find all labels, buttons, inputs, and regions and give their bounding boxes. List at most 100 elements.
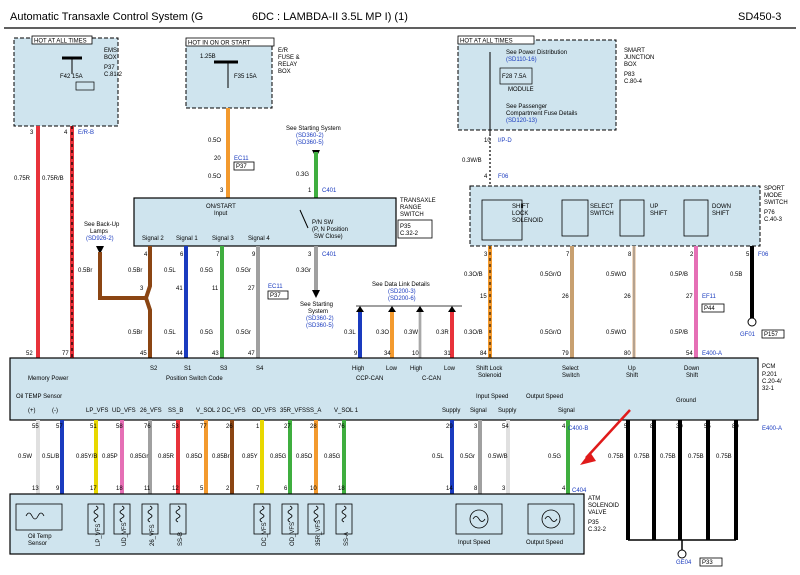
harness-pin-top-10: 28 <box>310 424 317 430</box>
sport-ref-1: P76 <box>764 210 775 216</box>
coil-7 <box>335 503 353 535</box>
solenoid-output-speed: Output Speed <box>526 540 563 546</box>
pcm-input-speed: Input Speed <box>476 394 508 400</box>
harness-wire-spec-2: 0.85Y/B <box>76 454 97 460</box>
sjb-pin-4: 4 <box>484 174 488 180</box>
mem-pin-52: 52 <box>26 351 33 357</box>
see-starting-top: See Starting System <box>286 126 341 132</box>
can-wire-3: 0.3R <box>436 330 449 336</box>
er-conn-ref: P37 <box>236 164 247 170</box>
sport-pin-pcm-0: 84 <box>480 351 487 357</box>
sport-wire-1: 0.5Gr/O <box>540 272 562 278</box>
sport-pin-mid-0: 15 <box>480 294 487 300</box>
harness-pin-top-6: 77 <box>200 424 207 430</box>
harness-pin-top-15: 4 <box>562 424 566 430</box>
sport-wire2-0: 0.3O/B <box>464 330 483 336</box>
see-starting-bottom-1: See Starting <box>300 302 333 308</box>
pcm-pin-label-3: UD_VFS <box>112 408 136 414</box>
diagram-title: Automatic Transaxle Control System (G <box>10 11 203 23</box>
pcm-down-1: Down <box>684 366 699 372</box>
sport-wire-4: 0.5B <box>730 272 742 278</box>
harness-wire-spec-9: 0.85G <box>270 454 287 460</box>
memory-power-wires: 3 4 E/R-B 0.75R 0.75R/B 52 77 <box>14 126 94 358</box>
harness-pin-bottom-4: 11 <box>144 486 151 492</box>
harness-wire-spec-5: 0.85R <box>158 454 175 460</box>
range-ref-1: P35 <box>400 224 411 230</box>
signal-2: Signal 2 <box>142 236 164 242</box>
sport-item-1-2: SWITCH <box>590 211 614 217</box>
er-name-4: BOX <box>278 69 291 75</box>
can-wire-2: 0.3W <box>404 330 418 336</box>
range-pin-mid-3: 27 <box>248 286 255 292</box>
er-fuse: F35 15A <box>234 74 257 80</box>
bottom-harness-wires: 550.5W13570.5L/B9510.85Y/B17580.85P18760… <box>18 420 570 494</box>
pcm-ref-1: P.201 <box>762 372 778 378</box>
coil-label-0: LP_VFS <box>96 524 102 546</box>
ground-wire-spec-3: 0.75B <box>688 454 704 460</box>
pcm-shift-lock-1: Shift Lock <box>476 366 503 372</box>
sjb-hot-label: HOT AT ALL TIMES <box>460 39 513 45</box>
range-title-1: ON/START <box>206 204 236 210</box>
ground-ge04-ref: P33 <box>702 560 713 566</box>
pcm-pin-label-6: V_SOL 2 <box>196 408 221 414</box>
harness-pin-bottom-15: 4 <box>562 486 566 492</box>
signal-1: Signal 1 <box>176 236 198 242</box>
pcm-conn-b: C400-B <box>568 426 588 432</box>
sport-item-2-1: UP <box>650 204 658 210</box>
range-pin-top-0: 4 <box>144 252 148 258</box>
coil-winding-icon-4 <box>259 505 265 523</box>
pcm-conn-a: E400-A <box>762 426 782 432</box>
er-name-2: FUSE & <box>278 55 300 61</box>
pos-code-s3: S3 <box>220 366 228 372</box>
ems-wire-2: 0.75R/B <box>42 176 64 182</box>
sport-item-3-1: DOWN <box>712 204 731 210</box>
range-wire-0: 0.5Br <box>128 268 142 274</box>
pcm-ccp-low: Low <box>386 366 398 372</box>
solenoid-ref-2: C.32-2 <box>588 527 607 533</box>
solenoid-ref-1: P35 <box>588 520 599 526</box>
ems-wire-1: 0.75R <box>14 176 31 182</box>
ground-pin-3: 55 <box>704 424 711 430</box>
harness-pin-bottom-8: 7 <box>256 486 260 492</box>
er-pin-20: 20 <box>214 156 221 162</box>
sjb-fuse: F28 7.5A <box>502 74 526 80</box>
sport-ref-2: C.40-3 <box>764 217 783 223</box>
sport-item-0-1: SHIFT <box>512 204 530 210</box>
sport-pin-pcm-1: 79 <box>562 351 569 357</box>
data-link-note: See Data Link Details <box>372 282 430 288</box>
coil-winding-icon-2 <box>147 505 153 523</box>
ems-ref-2: C.81-2 <box>104 72 123 78</box>
harness-wire-spec-11: 0.85G <box>324 454 341 460</box>
pcm-memory-power: Memory Power <box>28 376 68 382</box>
harness-pin-bottom-0: 13 <box>32 486 39 492</box>
sport-item-1-1: SELECT <box>590 204 614 210</box>
harness-pin-bottom-9: 6 <box>284 486 288 492</box>
pcm-pin-label-10: SS_A <box>306 408 321 414</box>
backup-lamps-link: See Back-Up Lamps (SD926-2) 0.5Br <box>78 222 146 300</box>
pos-code-s2: S2 <box>150 366 158 372</box>
range-wire2-3: 0.5Gr <box>236 330 251 336</box>
er-fuse-box: HOT IN ON OR START 1.25B F35 15A E/R FUS… <box>185 37 300 109</box>
can-pin-3: 31 <box>444 351 451 357</box>
harness-pin-bottom-1: 9 <box>56 486 60 492</box>
sjb-pin-10: 10 <box>484 138 491 144</box>
sjb-ref-2: C.80-4 <box>624 79 643 85</box>
harness-pin-bottom-10: 10 <box>310 486 317 492</box>
sport-conn2: E400-A <box>702 351 722 357</box>
sjb-conn: I/P-D <box>498 138 512 144</box>
pcm-pin-label-2: LP_VFS <box>86 408 108 414</box>
sport-wire2-1: 0.5Gr/O <box>540 330 562 336</box>
see-starting-bottom-2: System <box>308 309 328 315</box>
harness-pin-top-1: 57 <box>56 424 63 430</box>
sport-mode-switch: SHIFT LOCK SOLENOID SELECT SWITCH UP SHI… <box>469 185 788 247</box>
harness-pin-bottom-11: 18 <box>338 486 345 492</box>
backup-label-1: See Back-Up <box>84 222 120 228</box>
pcm-ground: Ground <box>676 398 696 404</box>
sjb-ref-1: P83 <box>624 72 635 78</box>
ems-hot-label: HOT AT ALL TIMES <box>34 39 87 45</box>
solenoid-name-3: VALVE <box>588 510 606 516</box>
ground-pin-4: 80 <box>732 424 739 430</box>
sjb-note2-1: See Passenger <box>506 104 547 110</box>
sport-pin-pcm-3: 54 <box>686 351 693 357</box>
